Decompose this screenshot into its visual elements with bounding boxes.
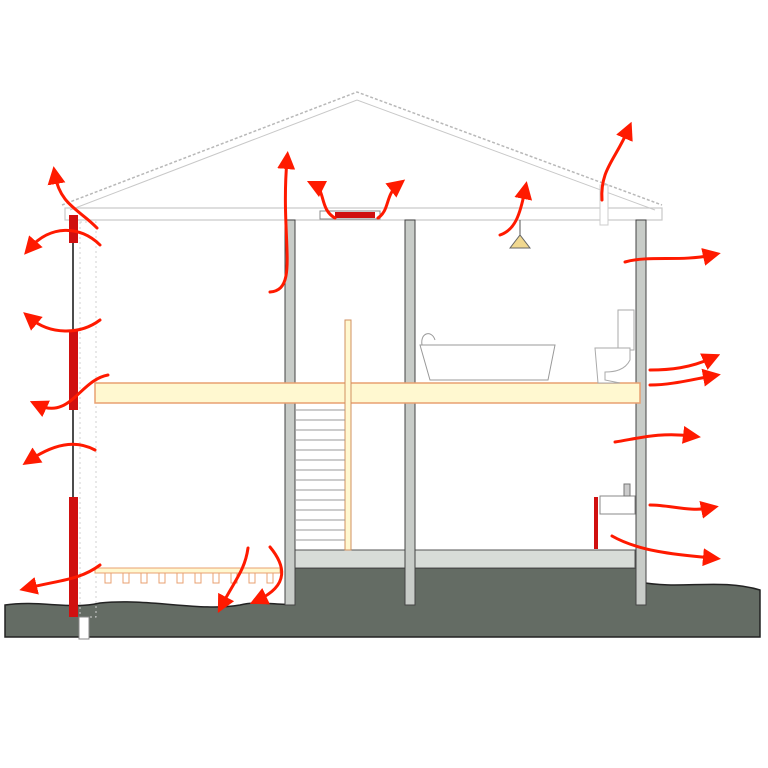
floor-joists [94, 567, 281, 584]
roof [61, 91, 663, 221]
second-floor [94, 382, 641, 404]
left-wall-insulation-middle [69, 330, 78, 410]
left-wall-insulation-bottom [69, 497, 78, 617]
air-leak-arrow [648, 500, 719, 519]
floor-joist [248, 572, 256, 584]
air-leak-arrow [600, 121, 633, 202]
air-leak-arrow [648, 368, 721, 387]
floor-joist [158, 572, 166, 584]
floor-joist [194, 572, 202, 584]
air-leak-arrow [376, 179, 406, 220]
air-leak-arrow [22, 442, 97, 465]
air-leak-arrow [306, 180, 337, 220]
air-leak-arrow [19, 563, 102, 595]
left-wall [69, 215, 97, 640]
air-leak-arrow [498, 181, 533, 237]
air-leak-arrow [613, 425, 701, 444]
floor-joist [176, 572, 184, 584]
ceiling-light-fixture [508, 220, 532, 249]
basement-slab [294, 549, 636, 569]
exterior-wall-right [635, 219, 647, 606]
bathtub [419, 333, 556, 381]
air-leak-arrow [217, 546, 250, 613]
toilet [594, 309, 635, 384]
air-leakage-arrows [19, 121, 721, 613]
air-leak-arrow [268, 151, 296, 294]
air-leak-arrow [24, 228, 102, 255]
floor-joist [104, 572, 112, 584]
air-leak-arrow [29, 373, 110, 417]
floor-joist [140, 572, 148, 584]
staircase [296, 319, 352, 551]
ground [4, 567, 761, 638]
left-wall-insulation-top [69, 215, 78, 243]
air-leak-arrow [623, 248, 721, 266]
floor-joist [212, 572, 220, 584]
air-leak-arrow [648, 353, 721, 372]
air-leak-arrow [249, 545, 284, 605]
interior-wall-middle [404, 219, 416, 606]
interior-wall-left [284, 219, 296, 606]
floor-joist [122, 572, 130, 584]
floor-joist [266, 572, 274, 584]
sink [594, 483, 636, 549]
air-leak-arrow [610, 534, 721, 567]
air-leak-arrow [23, 312, 102, 333]
air-leak-arrow [47, 166, 99, 230]
